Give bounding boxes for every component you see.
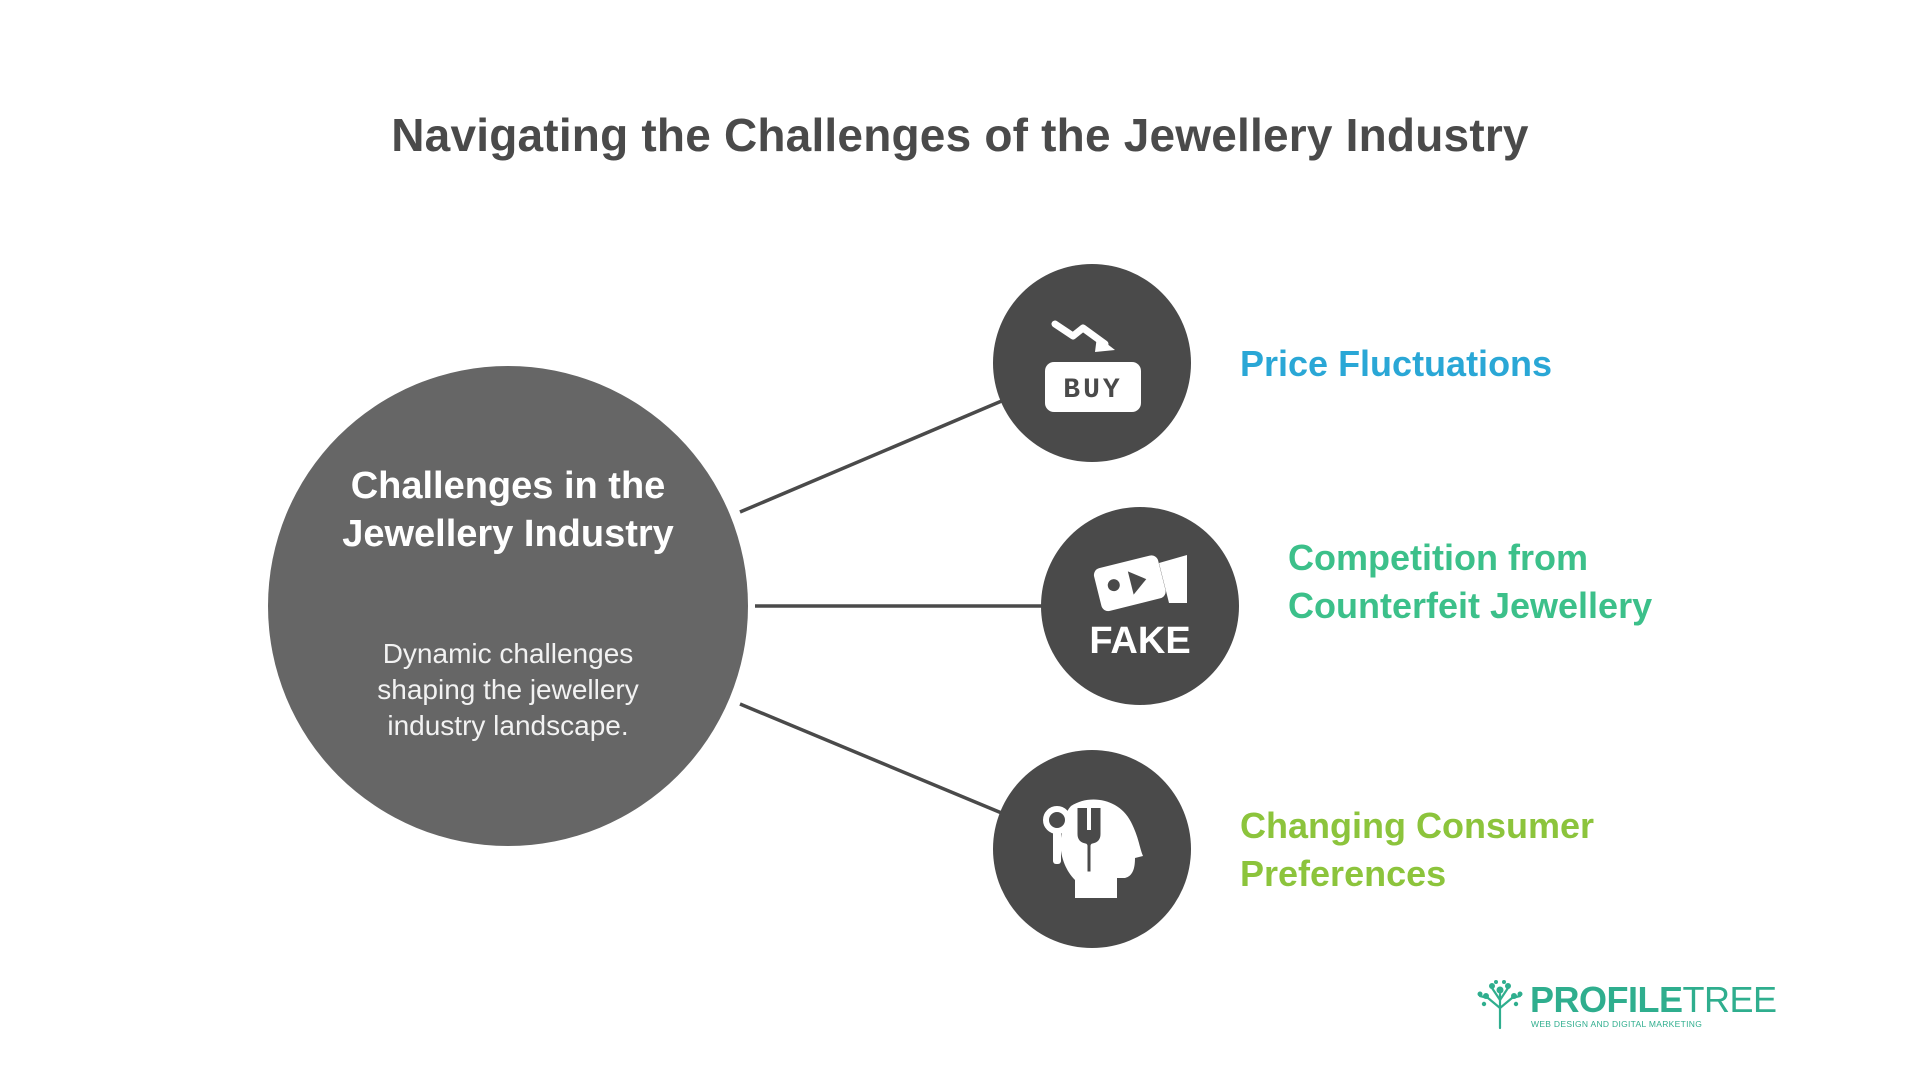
connector-preferences <box>739 702 1005 816</box>
hub-title: Challenges in the Jewellery Industry <box>342 465 674 555</box>
consumer-preferences-node <box>993 750 1191 948</box>
branch-label-preferences: Changing Consumer Preferences <box>1240 805 1595 894</box>
branch-label-counterfeit: Competition from Counterfeit Jewellery <box>1288 537 1653 626</box>
price-drop-buy-icon: BUY <box>1045 320 1141 412</box>
fake-tag-icon: FAKE <box>1089 555 1191 662</box>
logo-wordmark-tree: TREE <box>1682 979 1778 1020</box>
page-title: Navigating the Challenges of the Jewelle… <box>391 109 1529 161</box>
logo-tagline: WEB DESIGN AND DIGITAL MARKETING <box>1531 1019 1703 1029</box>
counterfeit-node: FAKE <box>1041 507 1239 705</box>
branch-label-price: Price Fluctuations <box>1240 343 1553 384</box>
profiletree-logo: PROFILETREE WEB DESIGN AND DIGITAL MARKE… <box>1476 978 1777 1032</box>
tree-logo-icon <box>1477 980 1523 1030</box>
fake-icon-text: FAKE <box>1089 620 1190 662</box>
connector-price <box>739 398 1005 514</box>
central-hub-circle: Challenges in the Jewellery Industry Dyn… <box>268 366 748 846</box>
buy-icon-text: BUY <box>1063 375 1122 406</box>
logo-wordmark-profile: PROFILE <box>1530 979 1683 1020</box>
logo-wordmark: PROFILETREE <box>1530 980 1777 1020</box>
price-fluctuations-node: BUY <box>993 264 1191 462</box>
hub-description: Dynamic challenges shaping the jewellery… <box>377 638 639 741</box>
consumer-preference-head-icon <box>1043 799 1143 898</box>
